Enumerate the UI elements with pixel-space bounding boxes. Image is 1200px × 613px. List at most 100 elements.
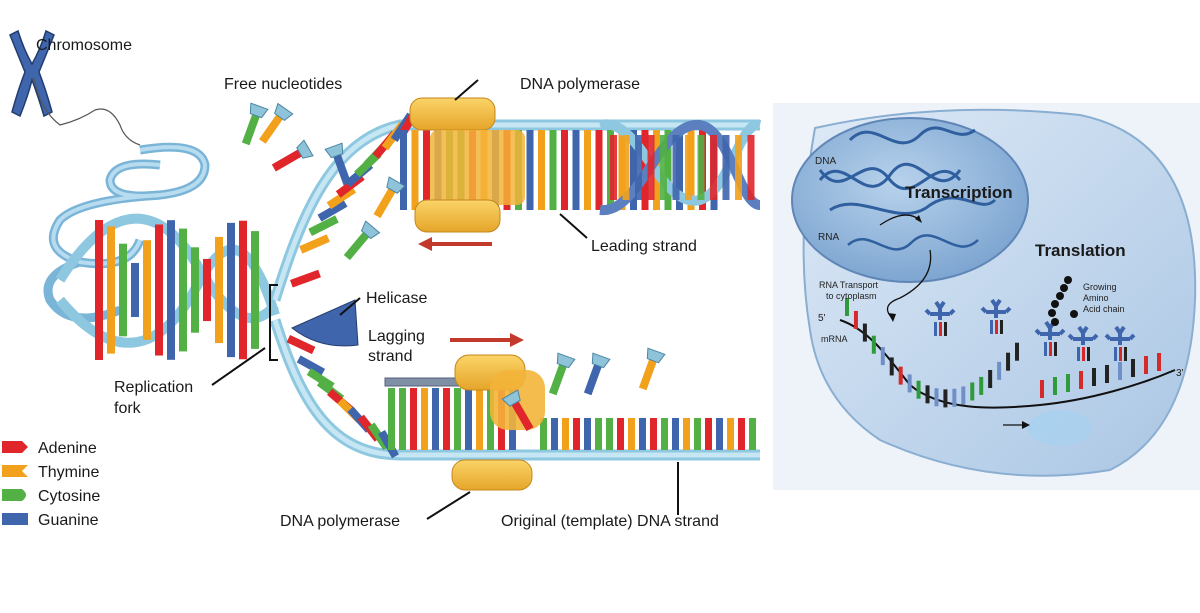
daughter-base-pair bbox=[635, 135, 642, 200]
top-base-pair bbox=[664, 130, 672, 210]
nucleus-dna-icon bbox=[818, 126, 997, 216]
legend-guanine: Guanine bbox=[2, 512, 99, 529]
trna bbox=[980, 298, 1012, 334]
mrna-base bbox=[1053, 377, 1057, 395]
translation-label: Translation bbox=[1035, 241, 1126, 260]
bottom-base-pair bbox=[388, 388, 395, 450]
ribosome bbox=[1028, 410, 1092, 446]
free-nucleotide bbox=[324, 142, 352, 186]
free-nucleotide bbox=[241, 102, 269, 146]
daughter-base-pair bbox=[722, 135, 730, 200]
helix-base-pair bbox=[227, 222, 235, 358]
mrna-base bbox=[1015, 342, 1019, 361]
helix-base-pair bbox=[239, 220, 247, 360]
daughter-base-pair bbox=[610, 135, 617, 200]
template-base bbox=[639, 418, 646, 450]
svg-text:Thymine: Thymine bbox=[38, 464, 99, 481]
daughter-backbone-a bbox=[598, 119, 762, 206]
dna-replication-figure: Chromosome Free nucleotides DNA polymera… bbox=[2, 29, 762, 530]
helix-base-pair bbox=[203, 258, 211, 322]
lagging-strand-label-2: strand bbox=[368, 348, 412, 365]
helix-base-pair bbox=[131, 262, 139, 318]
bottom-base-pair bbox=[487, 388, 494, 450]
nucleus bbox=[791, 117, 1029, 283]
mrna-base bbox=[1066, 374, 1070, 392]
mrna-base bbox=[1131, 359, 1135, 377]
top-curve-base bbox=[299, 234, 330, 254]
top-curve-base bbox=[317, 199, 348, 222]
top-curve-base bbox=[308, 215, 339, 236]
mrna-base bbox=[988, 369, 993, 388]
leading-direction-arrow bbox=[418, 237, 492, 251]
growing-chain-label-1: Growing bbox=[1083, 282, 1117, 292]
dna-polymerase-top bbox=[409, 97, 525, 233]
nucleus-dna-label: DNA bbox=[815, 156, 836, 167]
free-nucleotide bbox=[271, 139, 314, 172]
daughter-double-helix bbox=[598, 119, 762, 216]
dna-polymerase-bottom-label: DNA polymerase bbox=[280, 513, 400, 530]
daughter-base-pair bbox=[710, 135, 717, 200]
legend-cytosine: Cytosine bbox=[2, 488, 100, 505]
svg-text:Adenine: Adenine bbox=[38, 440, 97, 457]
top-base-pair bbox=[584, 130, 591, 210]
dna-polymerase-bottom bbox=[451, 459, 533, 491]
free-nucleotide bbox=[373, 176, 406, 219]
mrna-base bbox=[916, 380, 921, 399]
template-base bbox=[595, 418, 602, 450]
top-base-pair bbox=[618, 130, 626, 210]
bottom-curve-base bbox=[286, 335, 316, 355]
growing-chain-label-2: Amino bbox=[1083, 293, 1109, 303]
rna-strand-icon bbox=[847, 234, 979, 251]
top-curve-base bbox=[290, 269, 321, 288]
mrna-base bbox=[997, 361, 1002, 380]
template-base bbox=[749, 418, 756, 450]
three-prime-label: 3' bbox=[1176, 368, 1184, 379]
template-base bbox=[584, 418, 591, 450]
mrna-codons bbox=[845, 298, 1161, 408]
cell-panel: DNA Transcription RNA Translation RNA Tr… bbox=[773, 103, 1200, 490]
top-base-pair bbox=[526, 130, 534, 210]
template-base bbox=[683, 418, 690, 450]
base-legend: Adenine Thymine Cytosine Guanine bbox=[2, 440, 100, 529]
top-base-pair bbox=[423, 130, 430, 210]
five-prime-label: 5' bbox=[818, 313, 826, 324]
daughter-base-pair bbox=[647, 135, 655, 200]
free-nucleotides-label: Free nucleotides bbox=[224, 76, 342, 93]
mrna-base bbox=[952, 388, 957, 407]
helix-base-pair bbox=[191, 247, 199, 333]
svg-text:Cytosine: Cytosine bbox=[38, 488, 100, 505]
free-nucleotides bbox=[241, 102, 666, 432]
template-base bbox=[617, 418, 624, 450]
trna bbox=[924, 300, 956, 336]
template-base bbox=[672, 418, 679, 450]
helix-base-pair bbox=[107, 226, 115, 354]
template-base bbox=[727, 418, 734, 450]
chromosome-icon bbox=[9, 29, 55, 118]
mrna-base bbox=[862, 323, 867, 342]
bottom-base-pair bbox=[465, 388, 472, 450]
trna bbox=[1034, 320, 1066, 356]
bottom-curve-base bbox=[296, 355, 326, 376]
daughter-base-pair bbox=[622, 135, 630, 200]
bottom-base-pair bbox=[399, 388, 406, 450]
daughter-base-pair bbox=[735, 135, 742, 200]
helicase-label: Helicase bbox=[366, 290, 427, 307]
lagging-strand-label-1: Lagging bbox=[368, 328, 425, 345]
mrna-base bbox=[1079, 371, 1083, 389]
replication-fork-bracket bbox=[269, 284, 278, 361]
template-base bbox=[551, 418, 558, 450]
daughter-base-pair bbox=[747, 135, 755, 200]
free-nucleotide bbox=[548, 352, 576, 396]
template-base bbox=[738, 418, 745, 450]
mrna-base bbox=[1157, 353, 1161, 371]
bottom-base-pair bbox=[443, 388, 450, 450]
mrna-base bbox=[845, 298, 849, 316]
mrna-base bbox=[871, 335, 876, 354]
replication-fork-label-2: fork bbox=[114, 400, 142, 417]
template-base bbox=[650, 418, 657, 450]
mrna-base bbox=[853, 310, 858, 329]
mrna-base bbox=[907, 374, 912, 393]
rna-transport-label-2: to cytoplasm bbox=[826, 291, 877, 301]
helix-base-pair bbox=[215, 236, 223, 344]
